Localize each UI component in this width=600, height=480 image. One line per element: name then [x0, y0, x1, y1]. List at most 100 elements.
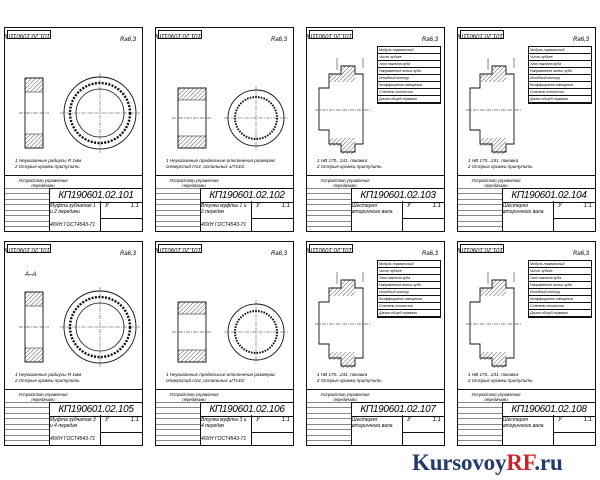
roughness-label: Ra6,3 — [270, 37, 287, 43]
note-line: 1 НВ 170...241, поковка — [317, 158, 368, 163]
part-drawing — [466, 272, 522, 368]
roughness-label: Ra6,3 — [572, 37, 589, 43]
letter-scale-cells: У 1:1 — [100, 201, 142, 219]
title-block-header: Устройство управления передачами — [471, 178, 521, 188]
roughness-label: Ra6,3 — [421, 251, 438, 257]
gear-parameter-row: Число зубьев — [529, 268, 591, 275]
gear-parameter-row: Длина общей нормали — [378, 310, 440, 317]
part-name: Муфта зубчатая 3 и 4 передач — [50, 417, 96, 429]
gear-parameter-row: Число зубьев — [378, 54, 440, 61]
gear-parameter-row: Степень точности — [378, 89, 440, 96]
title-block-header: Устройство управления передачами — [169, 178, 219, 188]
title-block-header: Устройство управления передачами — [471, 392, 521, 402]
letter-value: У — [105, 203, 109, 209]
technical-notes: 1 Неуказанные предельные отклонения разм… — [166, 158, 290, 170]
top-stamp: 101.20.109011ПЮ — [4, 30, 51, 39]
gear-parameter-row: Модуль нормальный — [529, 47, 591, 54]
scale-value: 1:1 — [432, 417, 441, 423]
part-drawing — [19, 287, 140, 367]
roughness-label: Ra6,3 — [119, 251, 136, 257]
drawing-sheets-grid: 101.20.109011ПЮ Ra6,3 1 Неуказанные радиус… — [4, 27, 596, 447]
roughness-label: Ra6,3 — [572, 251, 589, 257]
part-name: Шестерня вторичного вала — [352, 203, 393, 215]
scale-value: 1:1 — [130, 203, 139, 209]
scale-value: 1:1 — [281, 203, 290, 209]
letter-value: У — [256, 203, 260, 209]
drawing-code: КП190601.02.105 — [49, 402, 142, 417]
gear-parameter-row: Исходный контур — [529, 289, 591, 296]
gear-parameter-row: Степень точности — [378, 303, 440, 310]
part-name: Шестерня вторичного вала — [352, 417, 393, 429]
part-drawing — [172, 86, 288, 150]
gear-parameter-row: Длина общей нормали — [529, 310, 591, 317]
gear-parameter-row: Степень точности — [529, 89, 591, 96]
letter-value: У — [407, 203, 411, 209]
note-line: 2 Острые кромки притупить — [468, 164, 533, 170]
note-line: 2 Острые кромки притупить — [15, 378, 80, 384]
gear-parameter-row: Направление линии зуба — [529, 68, 591, 75]
top-stamp: 101.20.109011ПЮ — [155, 244, 202, 253]
drawing-code: КП190601.02.103 — [351, 188, 444, 203]
gear-parameter-row: Длина общей нормали — [529, 96, 591, 103]
letter-value: У — [105, 417, 109, 423]
part-material: 40ХН ГОСТ4543-71 — [50, 436, 96, 442]
top-stamp: 101.20.109011ПЮ — [306, 30, 353, 39]
note-line: 2 Острые кромки притупить — [468, 378, 533, 384]
gear-parameter-row: Направление линии зуба — [378, 68, 440, 75]
technical-notes: 1 Неуказанные предельные отклонения разм… — [166, 372, 290, 384]
drawing-code: КП190601.02.101 — [49, 188, 142, 203]
note-line: 2 Острые кромки притупить — [15, 164, 80, 170]
signature-rows — [458, 188, 502, 231]
divider — [351, 201, 352, 231]
note-line: 1 Неуказанные радиусы R 1мм — [15, 372, 82, 377]
roughness-label: Ra6,3 — [421, 37, 438, 43]
signature-rows — [5, 188, 49, 231]
note-line: 1 Неуказанные радиусы R 1мм — [15, 158, 82, 163]
part-drawing — [315, 58, 371, 154]
gear-parameter-row: Исходный контур — [378, 75, 440, 82]
letter-value: У — [256, 417, 260, 423]
drawing-code: КП190601.02.107 — [351, 402, 444, 417]
divider — [200, 201, 201, 231]
title-block-header: Устройство управления передачами — [18, 178, 68, 188]
gear-parameter-row: Исходный контур — [378, 289, 440, 296]
drawing-code: КП190601.02.108 — [502, 402, 595, 417]
note-line: 1 НВ 170...241, поковка — [468, 372, 519, 377]
title-block-header: Устройство управления передачами — [18, 392, 68, 402]
site-watermark[interactable]: KursovoyRF.ru — [412, 450, 563, 476]
gear-parameter-row: Угол наклона зуба — [378, 275, 440, 282]
gear-parameter-row: Модуль нормальный — [378, 47, 440, 54]
watermark-rf: RF — [506, 450, 535, 475]
gear-parameter-row: Коэффициент смещения — [529, 296, 591, 303]
gear-parameter-row: Длина общей нормали — [378, 96, 440, 103]
signature-rows — [307, 402, 351, 445]
part-name: Шестерня вторичного вала — [503, 417, 544, 429]
part-drawing — [466, 58, 522, 154]
part-name: Муфта зубчатая 1 и 2 передачи — [50, 203, 96, 215]
